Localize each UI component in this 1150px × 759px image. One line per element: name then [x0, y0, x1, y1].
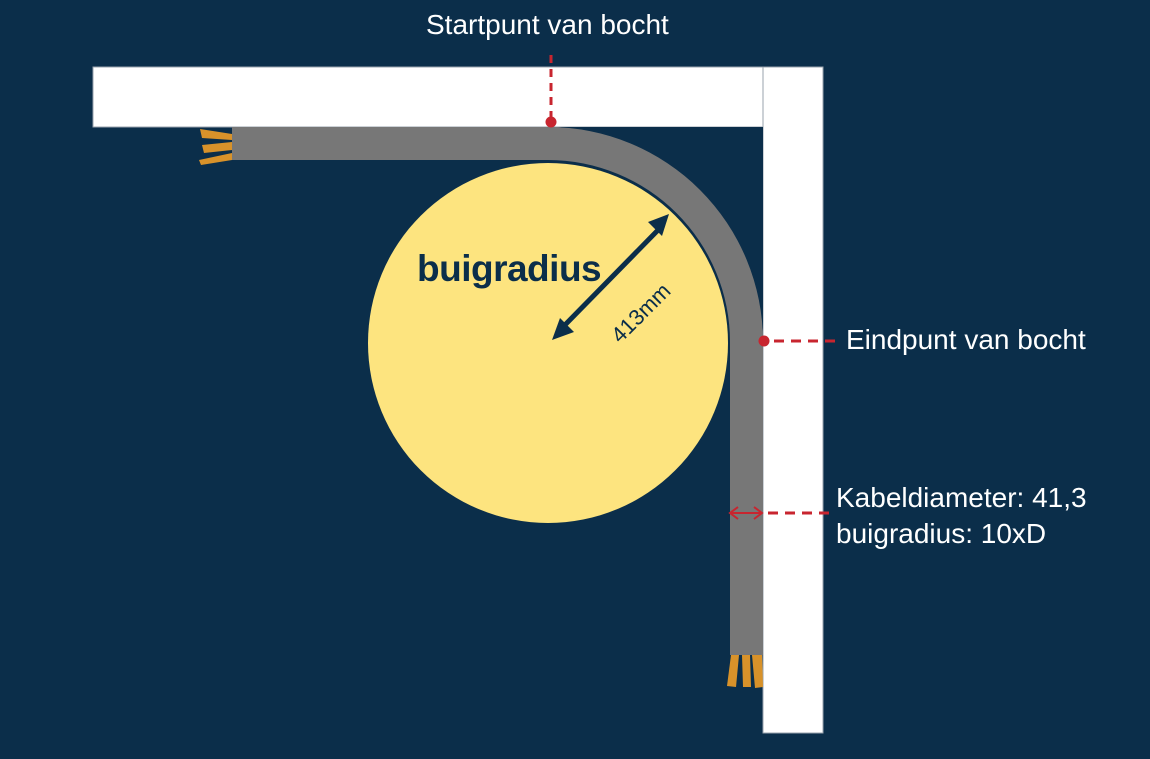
bend-radius-circle: [368, 163, 728, 523]
diameter-marker: [728, 506, 836, 520]
radius-arrow: [552, 214, 669, 340]
end-point-label: Eindpunt van bocht: [846, 324, 1086, 355]
end-point-marker: [758, 335, 836, 347]
start-point-marker: [545, 55, 557, 128]
start-point-label: Startpunt van bocht: [426, 9, 669, 40]
cable-spec-label: Kabeldiameter: 41,3 buigradius: 10xD: [836, 480, 1087, 552]
cable-diameter-text: Kabeldiameter: 41,3: [836, 482, 1087, 513]
bend-radius-rule-text: buigradius: 10xD: [836, 518, 1047, 549]
bend-radius-title: buigradius: [417, 248, 602, 289]
corner-gap: [548, 127, 763, 342]
wire-ends-bottom: [727, 655, 763, 688]
wall: [92, 66, 824, 734]
wire-ends-left: [199, 129, 232, 165]
